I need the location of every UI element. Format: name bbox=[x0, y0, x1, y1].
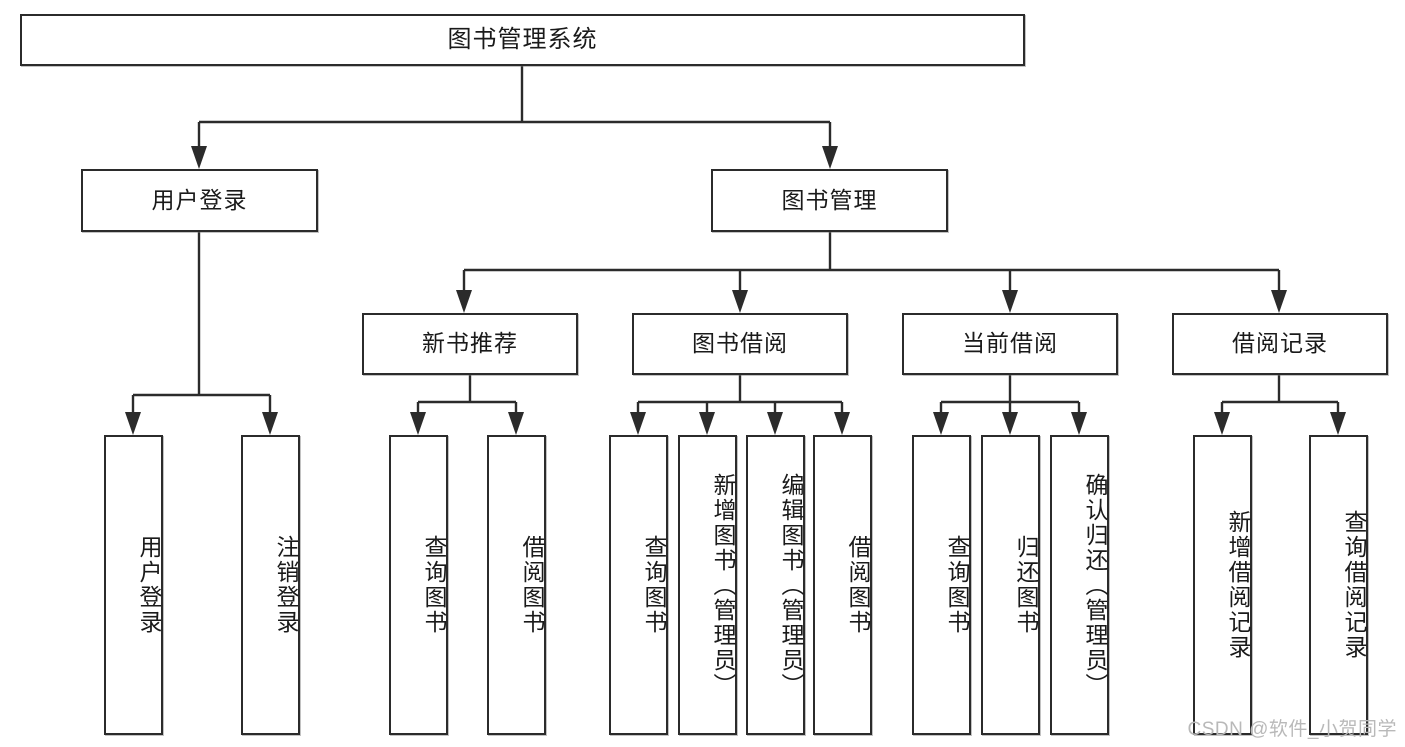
node-label: 新增借阅记录 bbox=[1225, 510, 1251, 660]
arrowhead-leaf-n1 bbox=[410, 412, 426, 435]
leaf-user-login-login[interactable]: 用户登录 bbox=[104, 435, 163, 735]
node-book-management[interactable]: 图书管理 bbox=[711, 169, 948, 232]
leaf-book-borrow-add-book-admin[interactable]: 新增图书（管理员） bbox=[678, 435, 737, 735]
leaf-current-borrow-return-book[interactable]: 归还图书 bbox=[981, 435, 1040, 735]
node-label: 当前借阅 bbox=[962, 330, 1058, 357]
arrowhead-leaf-u1 bbox=[125, 412, 141, 435]
leaf-book-borrow-edit-book-admin[interactable]: 编辑图书（管理员） bbox=[746, 435, 805, 735]
arrowhead-leaf-b2 bbox=[699, 412, 715, 435]
node-label: 借阅图书 bbox=[845, 535, 871, 635]
node-label: 图书管理 bbox=[781, 186, 878, 213]
arrowhead-new-book bbox=[456, 290, 472, 313]
leaf-borrow-record-query-record[interactable]: 查询借阅记录 bbox=[1309, 435, 1368, 735]
node-label: 查询图书 bbox=[641, 535, 667, 635]
node-label: 用户登录 bbox=[136, 535, 162, 635]
leaf-user-login-logout[interactable]: 注销登录 bbox=[241, 435, 300, 735]
arrowhead-current-borrow bbox=[1002, 290, 1018, 313]
node-label: 确认归还（管理员） bbox=[1082, 472, 1108, 698]
arrowhead-leaf-n2 bbox=[508, 412, 524, 435]
arrowhead-leaf-b3 bbox=[767, 412, 783, 435]
node-book-borrow[interactable]: 图书借阅 bbox=[632, 313, 848, 375]
arrowhead-leaf-c3 bbox=[1071, 412, 1087, 435]
arrowhead-leaf-b1 bbox=[630, 412, 646, 435]
arrowhead-book-manage bbox=[822, 146, 838, 169]
node-current-borrow[interactable]: 当前借阅 bbox=[902, 313, 1118, 375]
arrowhead-borrow-record bbox=[1271, 290, 1287, 313]
node-label: 图书借阅 bbox=[692, 330, 788, 357]
node-borrow-record[interactable]: 借阅记录 bbox=[1172, 313, 1388, 375]
node-label: 新增图书（管理员） bbox=[710, 472, 736, 698]
node-label: 图书管理系统 bbox=[447, 25, 598, 53]
arrowhead-leaf-r2 bbox=[1330, 412, 1346, 435]
node-user-login[interactable]: 用户登录 bbox=[81, 169, 318, 232]
node-label: 查询图书 bbox=[421, 535, 447, 635]
arrowhead-book-borrow bbox=[732, 290, 748, 313]
node-root-book-management-system[interactable]: 图书管理系统 bbox=[20, 14, 1025, 66]
watermark-text: CSDN @软件_小贺同学 bbox=[1187, 719, 1397, 740]
node-label: 查询图书 bbox=[944, 535, 970, 635]
leaf-new-book-borrow-book[interactable]: 借阅图书 bbox=[487, 435, 546, 735]
node-new-book-recommend[interactable]: 新书推荐 bbox=[362, 313, 578, 375]
node-label: 借阅图书 bbox=[519, 535, 545, 635]
leaf-new-book-query-book[interactable]: 查询图书 bbox=[389, 435, 448, 735]
leaf-borrow-record-add-record[interactable]: 新增借阅记录 bbox=[1193, 435, 1252, 735]
leaf-book-borrow-query-book[interactable]: 查询图书 bbox=[609, 435, 668, 735]
arrowhead-leaf-r1 bbox=[1214, 412, 1230, 435]
node-label: 借阅记录 bbox=[1232, 330, 1328, 357]
arrowhead-leaf-u2 bbox=[262, 412, 278, 435]
arrowhead-leaf-c2 bbox=[1002, 412, 1018, 435]
node-label: 注销登录 bbox=[273, 535, 299, 635]
arrowhead-user-login bbox=[191, 146, 207, 169]
leaf-current-borrow-query-book[interactable]: 查询图书 bbox=[912, 435, 971, 735]
arrowhead-leaf-b4 bbox=[834, 412, 850, 435]
node-label: 归还图书 bbox=[1013, 535, 1039, 635]
arrowhead-leaf-c1 bbox=[933, 412, 949, 435]
node-label: 编辑图书（管理员） bbox=[778, 472, 804, 698]
leaf-book-borrow-borrow-book[interactable]: 借阅图书 bbox=[813, 435, 872, 735]
leaf-current-borrow-confirm-return-admin[interactable]: 确认归还（管理员） bbox=[1050, 435, 1109, 735]
node-label: 新书推荐 bbox=[422, 330, 518, 357]
node-label: 查询借阅记录 bbox=[1341, 510, 1367, 660]
node-label: 用户登录 bbox=[151, 186, 248, 213]
